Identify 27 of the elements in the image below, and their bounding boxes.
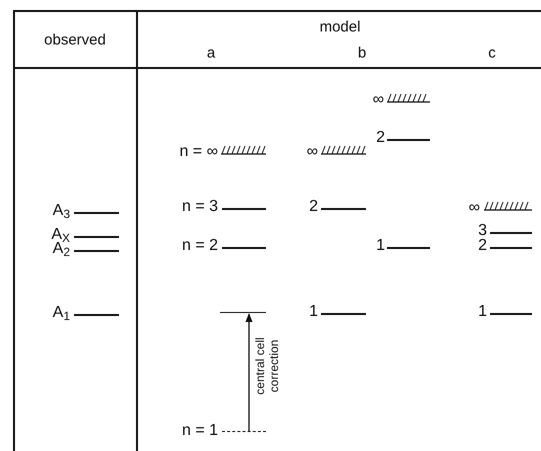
column-header: b [358,46,366,60]
level-label: 2 [309,199,318,215]
column-header: observed [44,32,106,48]
level-label: A$_{3}$ [52,203,70,219]
level-label: ∞ [468,200,480,216]
column-header: model [320,20,360,34]
level-label: n = ∞ [179,144,218,160]
level-label: 2 [376,130,385,146]
level-label: ∞ [306,144,318,160]
level-label: 3 [478,223,487,239]
level-label: 2 [478,238,487,254]
dashed-level-line [222,431,266,433]
level-label: 1 [376,238,385,254]
arrow [245,313,253,431]
level-label: A$_{X}$ [51,227,70,243]
edge-label: central cell correction [253,336,281,397]
level-label: A$_{2}$ [52,241,70,257]
energy-level-line [220,312,266,314]
column-header: a [206,46,216,60]
column-header: c [488,46,496,60]
level-label: n = 2 [182,238,218,254]
level-label: 1 [309,304,318,320]
level-label: n = 3 [182,199,218,215]
level-label: n = 1 [182,423,218,439]
level-label: A$_{1}$ [52,305,70,321]
level-label: ∞ [372,92,384,108]
level-label: 1 [478,304,487,320]
